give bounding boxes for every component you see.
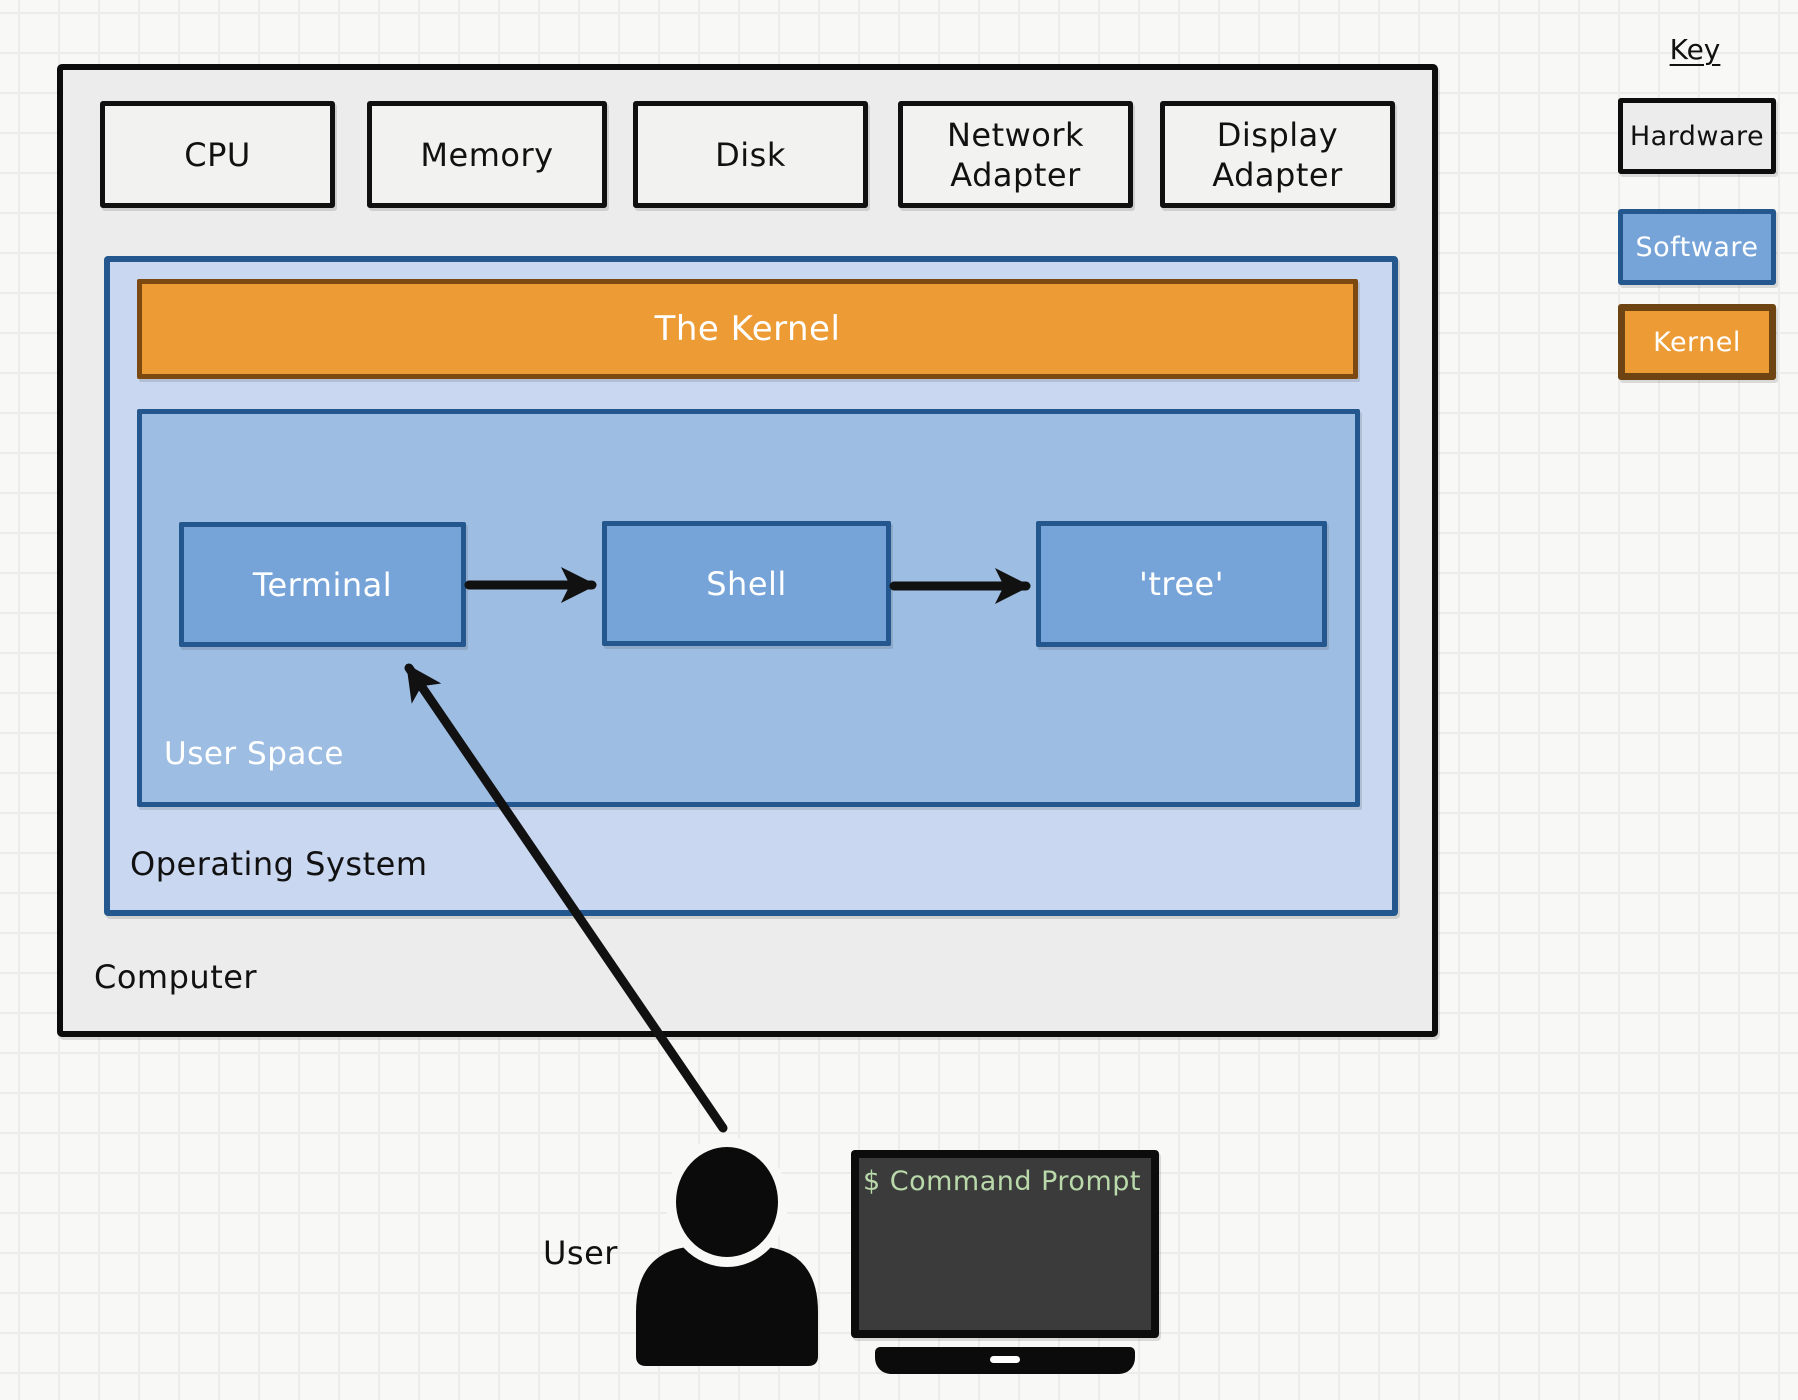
tree-box: 'tree' (1036, 521, 1327, 647)
computer-label: Computer (94, 958, 258, 996)
network-adapter-box: Network Adapter (898, 101, 1133, 208)
shell-box: Shell (602, 521, 891, 646)
memory-label: Memory (420, 135, 554, 174)
cpu-label: CPU (184, 135, 251, 174)
key-hardware-label: Hardware (1629, 120, 1765, 152)
monitor-stand (875, 1347, 1135, 1374)
user-space-label: User Space (164, 736, 344, 772)
memory-box: Memory (367, 101, 607, 208)
operating-system-label: Operating System (130, 845, 428, 883)
monitor-screen: $ Command Prompt (851, 1150, 1159, 1338)
disk-label: Disk (715, 135, 786, 174)
network-adapter-label: Network Adapter (946, 115, 1085, 194)
key-item-software: Software (1618, 209, 1776, 285)
user-label: User (543, 1234, 618, 1272)
key-title: Key (1669, 33, 1721, 66)
display-adapter-label: Display Adapter (1212, 115, 1343, 194)
cpu-box: CPU (100, 101, 335, 208)
key-kernel-label: Kernel (1653, 326, 1741, 358)
terminal-box: Terminal (179, 522, 466, 647)
disk-box: Disk (633, 101, 868, 208)
key-item-hardware: Hardware (1618, 98, 1776, 174)
key-item-kernel: Kernel (1618, 304, 1776, 380)
user-icon (636, 1137, 818, 1366)
tree-label: 'tree' (1139, 565, 1224, 603)
command-prompt-text: $ Command Prompt (863, 1166, 1141, 1197)
kernel-label: The Kernel (654, 309, 841, 349)
kernel-bar: The Kernel (137, 279, 1358, 379)
key-software-label: Software (1635, 231, 1759, 263)
shell-label: Shell (706, 564, 787, 603)
monitor-stand-dash (990, 1356, 1020, 1363)
terminal-label: Terminal (252, 565, 393, 604)
display-adapter-box: Display Adapter (1160, 101, 1395, 208)
